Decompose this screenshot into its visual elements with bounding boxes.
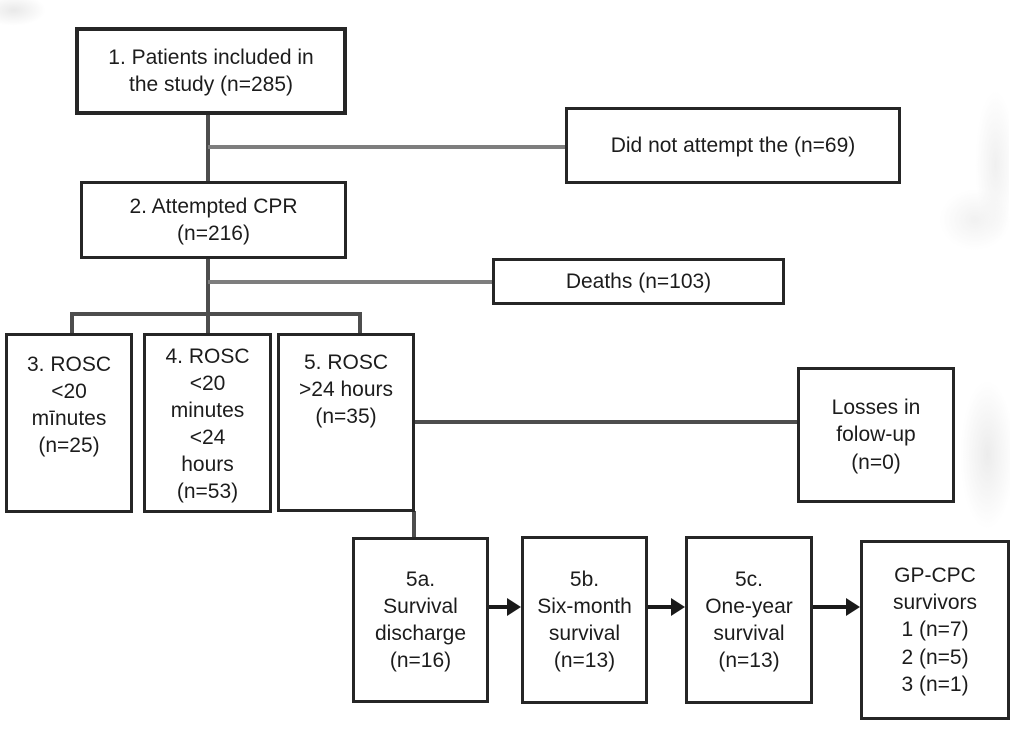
node-text-line: 3. ROSC: [26, 353, 112, 376]
node-text-line: minutes: [170, 399, 245, 423]
node-text-line: <24: [189, 426, 226, 450]
arrow-sixmonth-to-oneyear: [647, 605, 672, 609]
arrowhead-right-icon: [671, 598, 685, 616]
node-text-line: Six-month: [537, 594, 632, 618]
node-text-line: hours: [181, 453, 234, 477]
node-text-line: <20: [51, 380, 87, 404]
node-rosc-20min-24h: 4. ROSC <20 minutes <24 hours (n=53): [143, 333, 272, 513]
node-deaths: Deaths (n=103): [492, 258, 785, 305]
connector-branch-losses: [414, 420, 797, 424]
node-did-not-attempt: Did not attempt the (n=69): [565, 107, 901, 184]
node-text-line: (n=16): [389, 649, 452, 673]
node-text-line: 3 (n=1): [901, 672, 969, 696]
connector-rosc5-to-discharge: [412, 511, 416, 538]
node-text-line: 5. ROSC: [303, 351, 389, 374]
node-text-line: mīnutes: [31, 407, 107, 431]
node-text-line: (n=0): [851, 450, 901, 474]
node-text-line: 4. ROSC: [165, 345, 250, 368]
connector-branch-deaths: [208, 280, 492, 284]
arrowhead-right-icon: [507, 598, 521, 616]
scan-artifact: [960, 380, 1010, 530]
node-text-line: GP-CPC: [894, 564, 976, 588]
node-text-line: (n=53): [176, 480, 239, 504]
node-gp-cpc-survivors: GP-CPC survivors 1 (n=7) 2 (n=5) 3 (n=1): [860, 540, 1010, 720]
node-six-month-survival: 5b. Six-month survival (n=13): [521, 536, 648, 704]
node-text-line: Deaths (n=103): [565, 269, 712, 293]
connector-branch-did-not-attempt: [208, 145, 565, 149]
node-text-line: survivors: [892, 591, 977, 615]
node-text-line: One-year: [705, 594, 793, 618]
scan-artifact: [975, 90, 1009, 240]
node-text-line: (n=35): [315, 405, 377, 429]
connector-distribution-bar: [70, 312, 362, 316]
node-text-line: discharge: [374, 622, 467, 645]
node-text-line: <20: [189, 372, 226, 396]
node-text-line: (n=13): [553, 649, 616, 673]
connector-cpr-down: [206, 258, 210, 334]
node-text-line: 1 (n=7): [901, 618, 969, 642]
scan-artifact: [0, 0, 46, 26]
node-text-line: (n=13): [718, 649, 780, 673]
node-text-line: 5b.: [569, 567, 600, 591]
node-text-line: survival: [713, 622, 785, 645]
node-text-line: 1. Patients included in: [108, 45, 314, 69]
node-text-line: Survival: [383, 594, 458, 618]
node-text-line: survival: [548, 622, 621, 645]
arrow-oneyear-to-gpcpc: [812, 605, 846, 609]
node-survival-discharge: 5a. Survival discharge (n=16): [352, 537, 489, 703]
scan-artifact: [940, 190, 1010, 250]
node-text-line: 2. Attempted CPR: [129, 194, 298, 218]
node-text-line: >24 hours: [299, 378, 393, 402]
node-one-year-survival: 5c. One-year survival (n=13): [685, 536, 813, 704]
node-text-line: 5a.: [405, 567, 436, 591]
connector-stub-rosc3: [70, 312, 74, 334]
node-losses-followup: Losses in folow-up (n=0): [797, 367, 955, 503]
node-text-line: the study (n=285): [128, 73, 294, 96]
node-text-line: (n=216): [177, 222, 250, 245]
node-text-line: Did not attempt the (n=69): [610, 133, 856, 157]
node-patients-included: 1. Patients included in the study (n=285…: [75, 27, 347, 115]
node-text-line: folow-up: [836, 423, 916, 447]
node-attempted-cpr: 2. Attempted CPR (n=216): [80, 181, 347, 259]
node-rosc-over-24h: 5. ROSC >24 hours (n=35): [277, 333, 415, 512]
node-text-line: (n=25): [38, 434, 100, 458]
node-text-line: 5c.: [734, 567, 763, 591]
connector-stub-rosc5: [358, 312, 362, 334]
arrowhead-right-icon: [846, 598, 860, 616]
arrow-discharge-to-sixmonth: [488, 605, 509, 609]
node-text-line: Losses in: [831, 396, 921, 420]
node-rosc-under-20min: 3. ROSC <20 mīnutes (n=25): [5, 333, 133, 513]
node-text-line: 2 (n=5): [901, 645, 969, 669]
